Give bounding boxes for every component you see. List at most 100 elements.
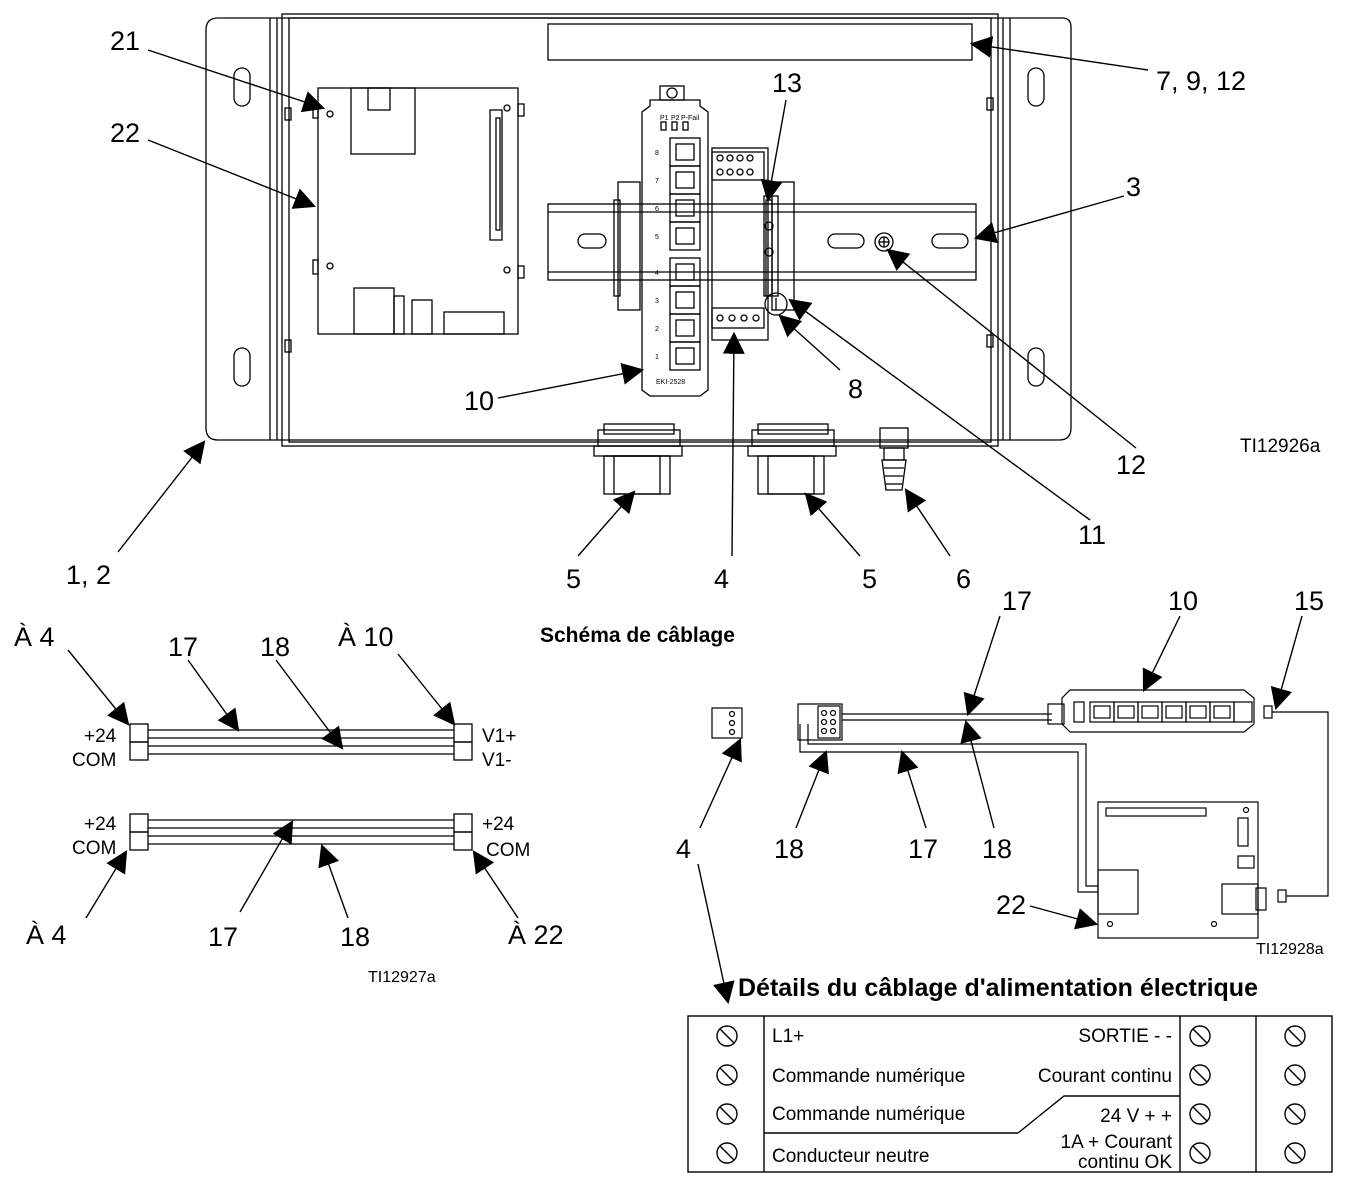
port-number: 3 [655, 298, 659, 305]
cable1-left-bottom: COM [72, 750, 116, 771]
leader-10 [497, 362, 645, 399]
cable1-right-target: À 10 [338, 622, 394, 652]
cable1-right-top: V1+ [482, 726, 516, 747]
fig3-callout-22: 22 [996, 890, 1026, 920]
port-number: 8 [655, 150, 659, 157]
port-number: 7 [655, 178, 659, 185]
callout-10: 10 [464, 386, 494, 416]
power-row2-left: Commande numérique [772, 1066, 965, 1087]
leader-5a [577, 490, 636, 557]
cable2-right-bottom: COM [486, 840, 530, 861]
callout-1-2: 1, 2 [66, 560, 111, 590]
fig3-callout-10: 10 [1168, 586, 1198, 616]
fig3-callout-15: 15 [1294, 586, 1324, 616]
cable1-right-bottom: V1- [482, 750, 512, 771]
cable2-callout-18: 18 [340, 922, 370, 952]
leader-12 [886, 248, 1137, 449]
cable-diagram [129, 723, 473, 851]
power-row4-right-line2: continu OK [1078, 1152, 1172, 1173]
cable2-left-target: À 4 [26, 920, 67, 950]
controller-board [312, 87, 525, 335]
leader-7-9-12 [969, 36, 1149, 71]
callout-21: 21 [110, 26, 140, 56]
cable1-callout-18: 18 [260, 632, 290, 662]
power-row1-right: SORTIE - - [1078, 1026, 1172, 1047]
switch-led-label: P2 [671, 115, 680, 122]
callout-7-9-12: 7, 9, 12 [1156, 66, 1246, 96]
switch-led-label: P-Fail [681, 115, 700, 122]
power-terminal-table [687, 1015, 1333, 1173]
cable1-left-top: +24 [84, 726, 117, 747]
power-title: Détails du câblage d'alimentation électr… [738, 974, 1258, 1002]
callout-6: 6 [956, 564, 971, 594]
terminal-screw-column-mid [1189, 1025, 1211, 1164]
power-supply [711, 147, 788, 341]
switch-model-label: EKI-2528 [656, 379, 685, 386]
leader-1-2 [117, 440, 206, 553]
leader-11 [788, 298, 1091, 521]
figure-ref: TI12926a [1240, 436, 1321, 457]
terminal-screw-column-right [1284, 1025, 1306, 1164]
leader-8 [778, 314, 841, 371]
power-row2-right: Courant continu [1038, 1066, 1172, 1087]
power-row4-left: Conducteur neutre [772, 1146, 929, 1167]
cable2-callout-17: 17 [208, 922, 238, 952]
wiring-title: Schéma de câblage [540, 624, 735, 647]
callout-11: 11 [1078, 520, 1106, 550]
power-row3-right: 24 V + + [1100, 1106, 1172, 1127]
terminal-screw-column-left [716, 1025, 738, 1164]
leader-6 [904, 488, 951, 557]
system-wiring-figure [711, 689, 1329, 939]
callout-5a: 5 [566, 564, 581, 594]
port-number: 4 [655, 270, 659, 277]
cable2-right-target: À 22 [508, 920, 564, 950]
ethernet-switch [641, 85, 709, 397]
cable-gland [593, 423, 683, 495]
power-row4-right-line1: 1A + Courant [1061, 1132, 1173, 1153]
wiring-ref: TI12927a [368, 969, 436, 986]
port-number: 2 [655, 326, 659, 333]
leader-13 [760, 99, 787, 203]
switch-led-label: P1 [660, 115, 669, 122]
port-number: 6 [655, 206, 659, 213]
callout-12: 12 [1116, 450, 1146, 480]
cable2-left-bottom: COM [72, 838, 116, 859]
leader-21 [147, 49, 326, 113]
mount-slot [233, 67, 251, 107]
cable2-left-top: +24 [84, 814, 117, 835]
port-number: 1 [655, 354, 659, 361]
leader-22 [147, 139, 317, 209]
fig3-callout-4: 4 [676, 834, 691, 864]
callout-22: 22 [110, 118, 140, 148]
fig3-callout-17b: 17 [908, 834, 938, 864]
callout-5b: 5 [862, 564, 877, 594]
callout-4: 4 [714, 564, 729, 594]
mount-slot [1027, 67, 1045, 107]
label-strip [547, 23, 973, 61]
cable-gland [747, 423, 837, 495]
rail-screw [874, 232, 894, 252]
enclosure-flange [205, 17, 1072, 441]
leader-4 [722, 331, 745, 557]
mount-slot [1027, 347, 1045, 387]
power-row3-left: Commande numérique [772, 1104, 965, 1125]
leader-3 [973, 195, 1125, 244]
fig3-callout-18a: 18 [774, 834, 804, 864]
fig3-callout-18b: 18 [982, 834, 1012, 864]
fig3-callout-17: 17 [1002, 586, 1032, 616]
power-row1-left: L1+ [772, 1026, 804, 1047]
ground-terminal [764, 292, 788, 316]
callout-3: 3 [1126, 172, 1141, 202]
callout-13: 13 [772, 68, 802, 98]
cable2-right-top: +24 [482, 814, 515, 835]
port-number: 5 [655, 234, 659, 241]
cable1-callout-17: 17 [168, 632, 198, 662]
enclosure-figure [205, 13, 1072, 495]
callout-8: 8 [848, 374, 863, 404]
fig3-ref: TI12928a [1256, 941, 1324, 958]
strain-relief [879, 427, 909, 491]
mount-slot [233, 347, 251, 387]
cable1-left-target: À 4 [14, 622, 55, 652]
leader-5b [804, 492, 861, 557]
